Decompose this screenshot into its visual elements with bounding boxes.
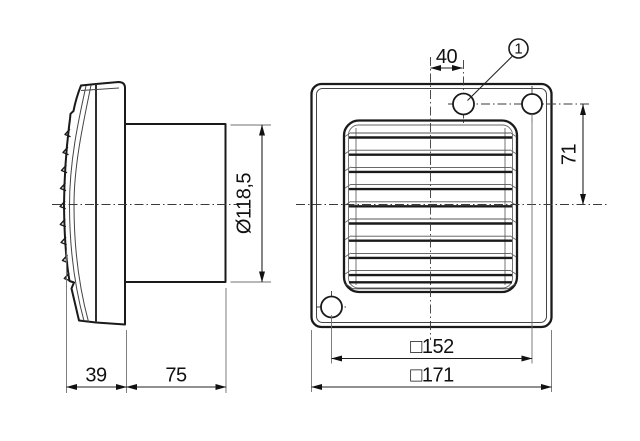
callout-balloon: 1 — [467, 38, 529, 101]
cover-louver-tabs — [59, 128, 71, 282]
dim-label-cover-square: □171 — [410, 365, 454, 387]
dim-label-mounting-square: □152 — [410, 336, 454, 358]
dim-label-hole-offset-y: 71 — [559, 144, 581, 166]
mounting-hole-top-right — [521, 93, 543, 115]
dim-mounting-square: □152 — [331, 114, 533, 364]
dim-label-hole-offset-x: 40 — [436, 46, 458, 68]
dim-label-duct-length: 75 — [165, 365, 187, 387]
cover-top-inner-line — [80, 87, 120, 91]
dim-depth-group: 39 75 — [66, 250, 227, 393]
louver-slat — [344, 132, 517, 139]
duct-outline — [125, 123, 227, 283]
louver-slat — [344, 166, 517, 174]
front-plate-inner-edge — [316, 88, 547, 323]
body-outline — [95, 81, 126, 326]
dim-label-duct-diameter: Ø118,5 — [234, 173, 256, 234]
callout-circle — [508, 38, 529, 59]
dim-label-cover-depth: 39 — [85, 365, 107, 387]
dim-hole-offset-y: 71 — [559, 104, 587, 205]
mounting-hole-bottom-left — [320, 295, 343, 319]
dim-hole-offset-x: 40 — [430, 46, 463, 72]
cover-inner-curve-1 — [68, 85, 87, 322]
louver-slat — [344, 149, 517, 156]
callout-label: 1 — [514, 41, 522, 58]
side-view: Ø118,5 39 75 — [52, 81, 271, 393]
dim-cover-square: □171 — [311, 330, 552, 392]
callout-leader-line — [467, 56, 513, 101]
cover-outline — [63, 83, 97, 324]
dim-duct-diameter: Ø118,5 — [230, 124, 271, 283]
front-view: 40 1 71 □152 □171 — [296, 38, 607, 392]
